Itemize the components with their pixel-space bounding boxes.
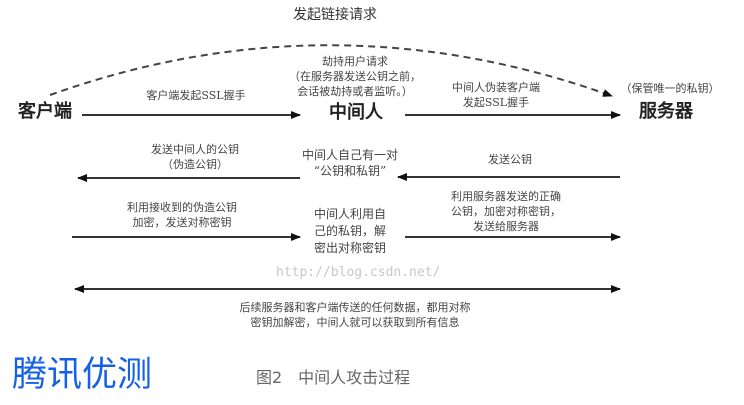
text-line: 发起SSL握手 [462,96,530,109]
text-line: 后续服务器和客户端传送的任何数据，都用对称 [239,301,471,314]
text-line: 密钥加解密，中间人就可以获取到所有信息 [250,316,460,329]
text-line: “公钥和私钥” [313,164,387,178]
text-line: 己的私钥，解 [313,224,387,238]
node-client: 客户端 [18,101,72,122]
top-label: 发起链接请求 [293,7,377,23]
text-line: （在服务器发送公钥之前， [289,70,421,83]
text-line: 中间人伪装客户端 [452,81,540,94]
label-mitm-ssl: 中间人伪装客户端 发起SSL握手 [452,80,540,110]
label-mitm-decrypt: 中间人利用自 己的私钥，解 密出对称密钥 [314,206,386,257]
node-server: 服务器 [639,101,693,122]
text-line: 劫持用户请求 [322,55,388,68]
text-line: （伪造公钥） [162,158,228,171]
text-line: 利用服务器发送的正确 [451,190,561,203]
text-line: 发送中间人的公钥 [151,143,239,156]
watermark: http://blog.csdn.net/ [276,265,441,280]
label-client-ssl: 客户端发起SSL握手 [146,89,246,102]
label-encrypt-sym-key: 利用接收到的伪造公钥 加密，发送对称密钥 [127,200,237,230]
text-line: 会话被劫持或者监听。） [297,85,413,98]
text-line: 加密，发送对称密钥 [132,216,232,229]
text-line: 发送给服务器 [473,220,539,233]
label-mitm-hijack: 劫持用户请求 （在服务器发送公钥之前， 会话被劫持或者监听。） [289,54,421,99]
label-mitm-keypair: 中间人自己有一对 “公钥和私钥” [302,147,398,179]
text-line: 中间人自己有一对 [301,148,399,162]
text-line: 公钥，加密对称密钥， [451,205,561,218]
server-note: （保管唯一的私钥） [620,82,720,95]
node-mitm: 中间人 [329,102,383,123]
label-reencrypt: 利用服务器发送的正确 公钥，加密对称密钥， 发送给服务器 [451,189,561,234]
text-line: 利用接收到的伪造公钥 [127,201,237,214]
label-subsequent-data: 后续服务器和客户端传送的任何数据，都用对称 密钥加解密，中间人就可以获取到所有信… [240,300,471,330]
text-line: 密出对称密钥 [313,241,387,255]
brand-logo-text: 腾讯优测 [12,355,153,395]
figure-caption: 图2 中间人攻击过程 [256,368,411,387]
label-send-public-key: 发送公钥 [488,153,532,166]
text-line: 中间人利用自 [313,207,387,221]
label-send-fake-key: 发送中间人的公钥 （伪造公钥） [151,142,239,172]
